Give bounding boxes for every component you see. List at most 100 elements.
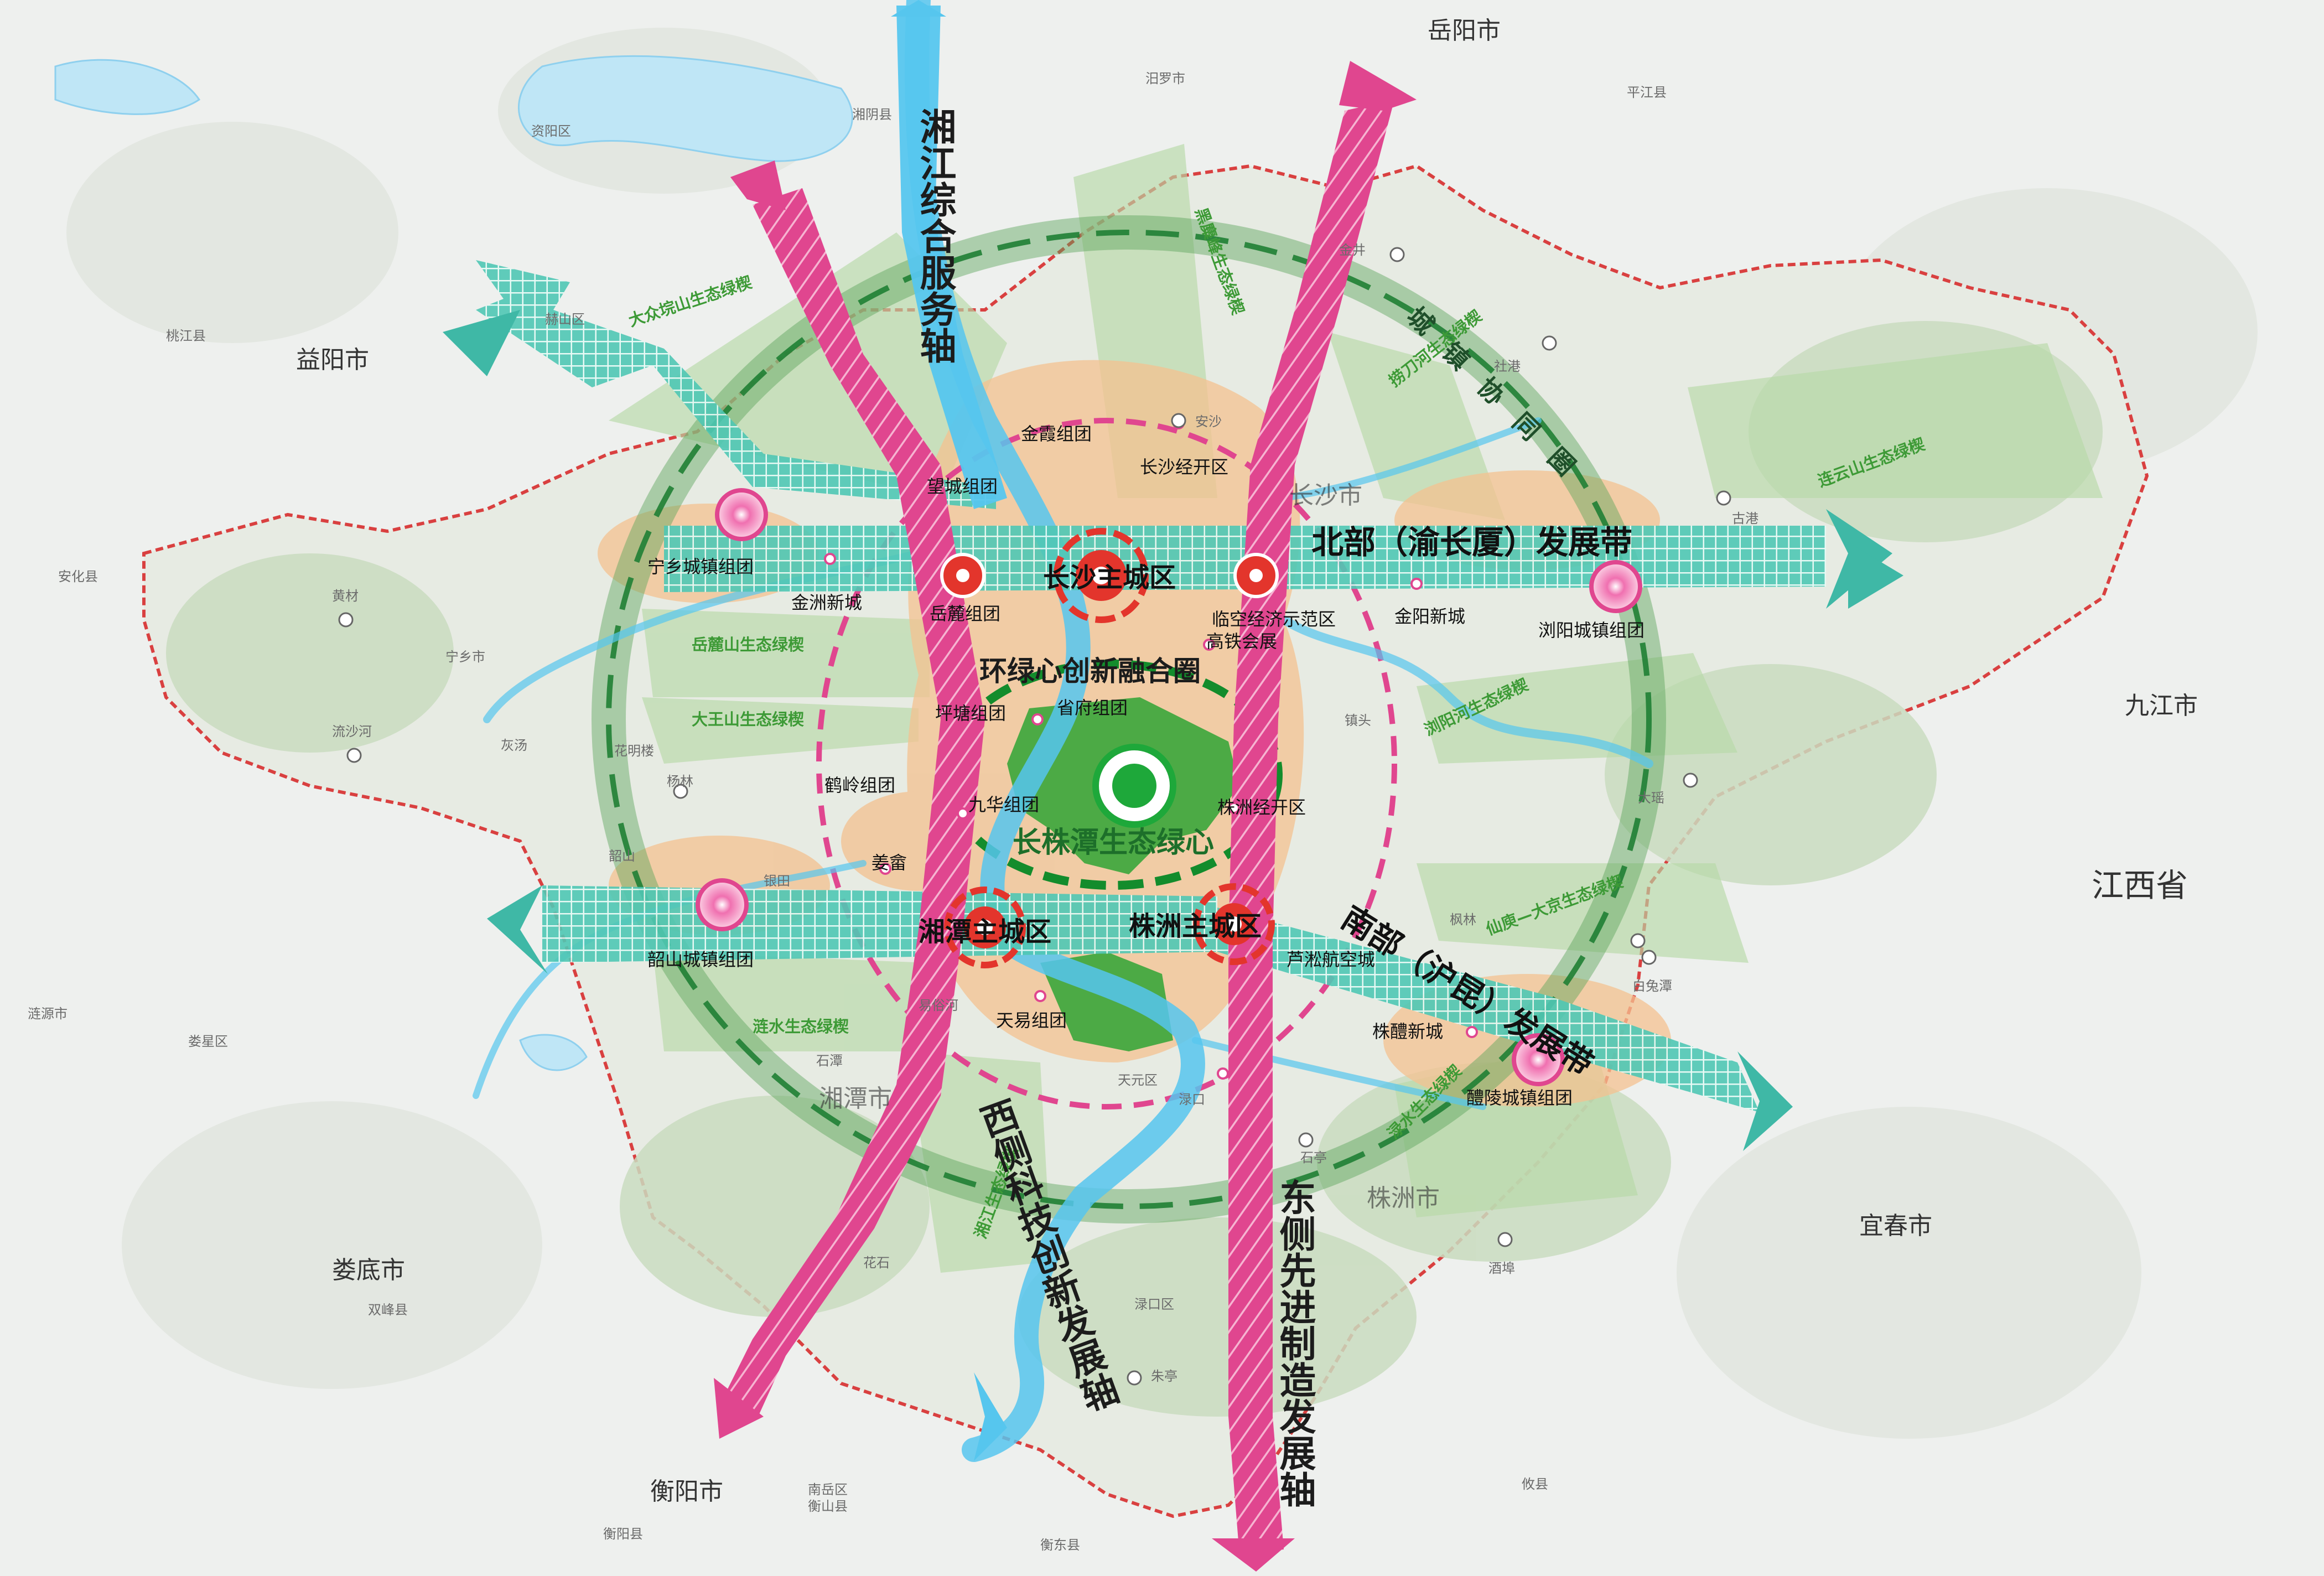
label-jinyang: 金阳新城 bbox=[1394, 606, 1465, 627]
label-lukou: 渌口 bbox=[1179, 1092, 1205, 1107]
label-shengfu: 省府组团 bbox=[1057, 697, 1128, 718]
label-liushahe: 流沙河 bbox=[332, 724, 372, 739]
label-changsha-econ: 长沙经开区 bbox=[1140, 457, 1228, 478]
label-eco-yuelushan: 岳麓山生态绿楔 bbox=[692, 635, 804, 654]
label-liling: 醴陵城镇组团 bbox=[1466, 1087, 1573, 1108]
label-eco-lianshui: 涟水生态绿楔 bbox=[753, 1017, 849, 1036]
label-shitan: 石潭 bbox=[816, 1053, 843, 1069]
town-markers bbox=[338, 247, 1731, 1386]
label-huaminglou: 花明楼 bbox=[614, 743, 654, 759]
label-loudi: 娄底市 bbox=[332, 1256, 405, 1284]
label-huangcai: 黄材 bbox=[332, 588, 359, 604]
axis-node-east-north bbox=[1233, 553, 1279, 598]
label-jiujiang: 九江市 bbox=[2125, 692, 2198, 720]
label-fenglin: 枫林 bbox=[1450, 912, 1476, 927]
laodao-river bbox=[1280, 417, 1542, 501]
xiangjiang-axis-arrow bbox=[891, 0, 1007, 1461]
label-liuyang: 浏阳城镇组团 bbox=[1538, 620, 1645, 641]
label-ningxiang: 宁乡城镇组团 bbox=[647, 556, 754, 577]
label-shaoshan-group: 韶山城镇组团 bbox=[647, 949, 754, 970]
label-miluo: 汨罗市 bbox=[1145, 71, 1185, 86]
label-guxian: 古港 bbox=[1732, 511, 1758, 526]
label-core-xiangtan: 湘潭主城区 bbox=[919, 916, 1051, 947]
liuyang-river bbox=[1279, 615, 1653, 768]
label-shiting: 石亭 bbox=[1300, 1150, 1327, 1165]
label-ziyang: 资阳区 bbox=[531, 123, 571, 139]
label-hengdong: 衡东县 bbox=[1040, 1537, 1080, 1553]
label-dayao: 大瑶 bbox=[1638, 790, 1664, 806]
label-core-zhuzhou: 株洲主城区 bbox=[1129, 911, 1262, 942]
core-zhuzhou bbox=[1193, 883, 1275, 965]
label-yiyang: 益阳市 bbox=[296, 346, 369, 374]
label-jinzhou: 金洲新城 bbox=[791, 592, 862, 613]
label-yueyang: 岳阳市 bbox=[1428, 17, 1501, 45]
label-baitutan: 白兔潭 bbox=[1632, 978, 1672, 994]
label-circle: 环绿心创新融合圈 bbox=[979, 655, 1201, 687]
label-north-band: 北部（渝长厦）发展带 bbox=[1311, 523, 1632, 561]
label-heart: 长株潭生态绿心 bbox=[1013, 826, 1214, 859]
east-axis bbox=[1228, 100, 1394, 1555]
label-pingjiang: 平江县 bbox=[1627, 85, 1667, 100]
label-hefen: 酒埠 bbox=[1488, 1261, 1515, 1276]
label-xiangjiang-axis: 湘江综合服务轴 bbox=[914, 108, 957, 364]
water-bodies bbox=[54, 55, 853, 1071]
label-hengyang: 衡阳市 bbox=[650, 1478, 723, 1506]
label-east-axis: 东侧先进制造发展轴 bbox=[1274, 1179, 1316, 1507]
core-changsha bbox=[1054, 528, 1149, 623]
label-yuelu: 岳麓组团 bbox=[930, 603, 1000, 624]
label-hengyang-county: 衡阳县 bbox=[603, 1526, 643, 1542]
core-xiangtan bbox=[944, 886, 1026, 968]
label-jinjing: 金井 bbox=[1339, 242, 1366, 258]
label-lianyuan: 涟源市 bbox=[28, 1006, 68, 1022]
label-huashi: 花石 bbox=[863, 1255, 890, 1271]
label-eco-dawangshan: 大王山生态绿楔 bbox=[692, 710, 804, 729]
label-linkong: 临空经济示范区 bbox=[1212, 609, 1336, 630]
label-lukou-district: 渌口区 bbox=[1134, 1297, 1174, 1312]
label-zhuting: 朱亭 bbox=[1151, 1368, 1177, 1384]
group-markers bbox=[824, 417, 1478, 1080]
label-jiangxi: 江西省 bbox=[2092, 867, 2188, 904]
label-hengshan: 衡山县 bbox=[808, 1499, 848, 1514]
label-gaotie: 高铁会展 bbox=[1206, 631, 1277, 652]
axis-node-west-north bbox=[940, 553, 985, 598]
label-jinxia: 金霞组团 bbox=[1021, 423, 1092, 444]
label-jiangshe: 姜畲 bbox=[872, 852, 907, 873]
cluster-nodes bbox=[696, 488, 1642, 1086]
label-yisuhe: 易俗河 bbox=[919, 998, 958, 1013]
teal-arrows bbox=[443, 310, 1903, 609]
label-wangcheng: 望城组团 bbox=[927, 476, 998, 497]
label-anshan: 安沙 bbox=[1195, 414, 1222, 429]
label-yeshan: 宁乡市 bbox=[445, 649, 485, 665]
development-axes bbox=[714, 61, 1417, 1572]
label-zhuli: 株醴新城 bbox=[1372, 1021, 1443, 1042]
label-jiuhua: 九华组团 bbox=[968, 794, 1039, 815]
label-heling: 鹤岭组团 bbox=[824, 775, 895, 796]
label-huitang: 灰汤 bbox=[501, 738, 527, 753]
label-youxian: 攸县 bbox=[1522, 1476, 1548, 1492]
label-lusong: 芦淞航空城 bbox=[1286, 949, 1375, 970]
label-zhenzi: 镇头 bbox=[1345, 713, 1371, 728]
label-yanglin: 杨林 bbox=[667, 774, 693, 789]
label-shaoshan: 韶山 bbox=[609, 848, 635, 864]
label-tianyi: 天易组团 bbox=[996, 1010, 1067, 1031]
label-core-changsha: 长沙主城区 bbox=[1043, 562, 1176, 593]
label-tianyuan: 天元区 bbox=[1118, 1072, 1158, 1088]
label-zhuzhou-econ: 株洲经开区 bbox=[1217, 797, 1306, 818]
label-yintian: 银田 bbox=[764, 873, 790, 889]
label-dujiang: 社港 bbox=[1494, 359, 1521, 374]
label-xiangtan-city: 湘潭市 bbox=[819, 1085, 892, 1113]
label-yichun: 宜春市 bbox=[1859, 1212, 1932, 1240]
label-pingtang: 坪塘组团 bbox=[935, 703, 1006, 724]
label-changsha-city: 长沙市 bbox=[1289, 481, 1362, 510]
label-taojiang: 桃江县 bbox=[166, 328, 206, 344]
label-xiangyin: 湘阴县 bbox=[852, 107, 892, 122]
town-cluster-ring bbox=[592, 215, 1666, 1224]
label-anhua: 安化县 bbox=[58, 569, 98, 584]
label-louxing: 娄星区 bbox=[188, 1034, 228, 1049]
label-zhuzhou-city: 株洲市 bbox=[1367, 1184, 1440, 1212]
west-axis bbox=[725, 188, 985, 1417]
label-shuangfeng: 双峰县 bbox=[368, 1302, 408, 1318]
green-heart-symbol bbox=[1092, 744, 1176, 828]
label-heshan: 赫山区 bbox=[545, 312, 585, 327]
